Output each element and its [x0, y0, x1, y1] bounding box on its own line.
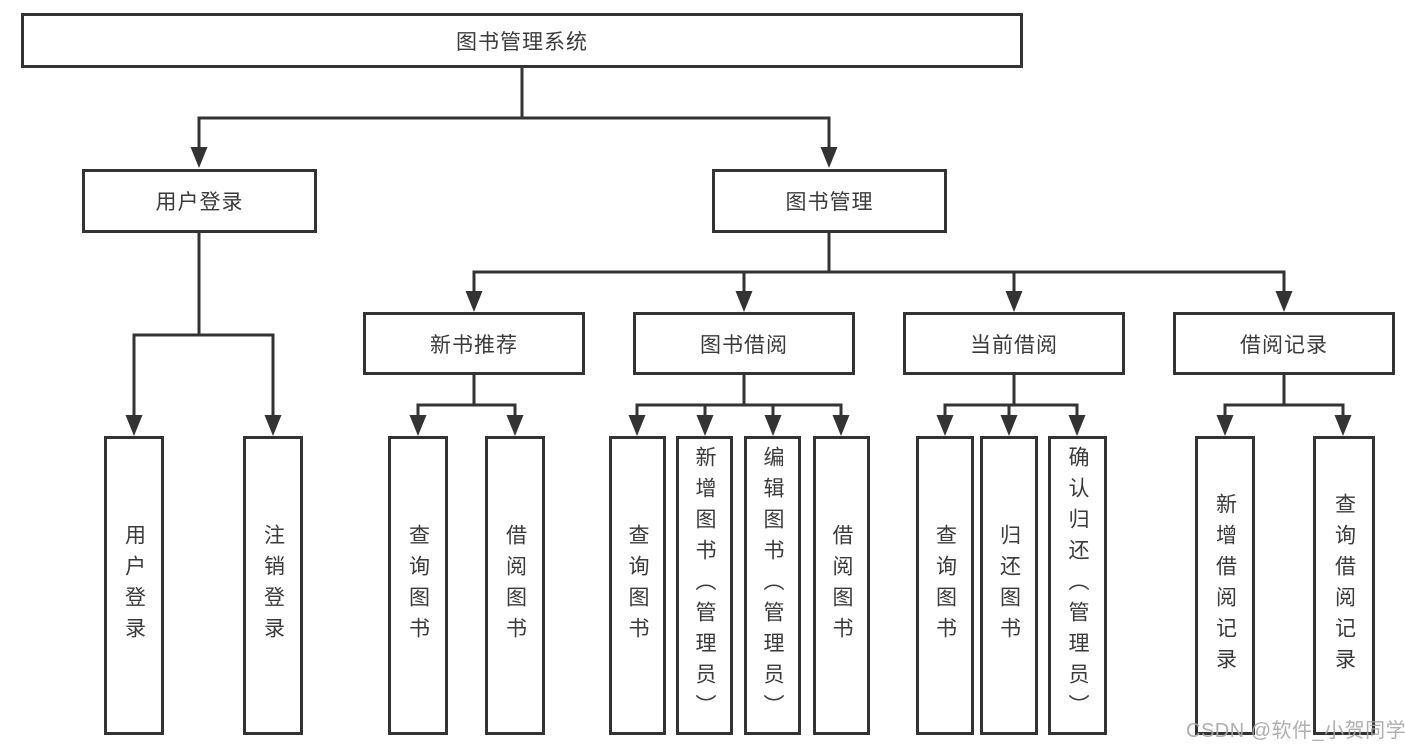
leaf-logout: 注销登录: [243, 436, 303, 735]
leaf-add-borrow-record-label: 新增借阅记录: [1213, 492, 1237, 679]
leaf-query-books-borrow-label: 查询图书: [626, 523, 649, 648]
node-new-book-recommend: 新书推荐: [363, 312, 585, 375]
node-borrow-records: 借阅记录: [1173, 312, 1395, 375]
leaf-confirm-return-admin: 确认归还（管理员）: [1048, 436, 1107, 735]
leaf-add-book-admin: 新增图书（管理员）: [676, 436, 733, 735]
leaf-edit-book-admin: 编辑图书（管理员）: [744, 436, 801, 735]
leaf-edit-book-admin-label: 编辑图书（管理员）: [761, 446, 784, 725]
leaf-borrow-book-label: 借阅图书: [830, 523, 853, 648]
node-book-borrow-label: 图书借阅: [700, 333, 788, 357]
leaf-confirm-return-admin-label: 确认归还（管理员）: [1066, 446, 1089, 725]
node-book-management-label: 图书管理: [785, 191, 874, 214]
node-book-management: 图书管理: [712, 169, 947, 233]
watermark: CSDN @软件_小贺同学: [1186, 720, 1405, 742]
node-new-book-recommend-label: 新书推荐: [430, 333, 518, 357]
node-user-login-label: 用户登录: [155, 191, 244, 214]
node-book-borrow: 图书借阅: [633, 312, 855, 375]
leaf-add-book-admin-label: 新增图书（管理员）: [693, 446, 716, 725]
leaf-query-books-current-label: 查询图书: [933, 523, 957, 648]
leaf-borrow-books-recommend: 借阅图书: [485, 436, 545, 735]
node-root-label: 图书管理系统: [456, 30, 588, 54]
leaf-query-borrow-record-label: 查询借阅记录: [1332, 492, 1356, 679]
leaf-add-borrow-record: 新增借阅记录: [1195, 436, 1255, 735]
node-root: 图书管理系统: [21, 13, 1023, 68]
leaf-query-books-recommend: 查询图书: [388, 436, 448, 735]
leaf-borrow-book: 借阅图书: [813, 436, 870, 735]
leaf-query-books-recommend-label: 查询图书: [406, 523, 430, 648]
node-current-borrow-label: 当前借阅: [970, 333, 1058, 357]
node-borrow-records-label: 借阅记录: [1240, 333, 1328, 357]
node-current-borrow: 当前借阅: [903, 312, 1125, 375]
leaf-query-books-borrow: 查询图书: [609, 436, 666, 735]
leaf-query-books-current: 查询图书: [916, 436, 974, 735]
leaf-logout-label: 注销登录: [261, 523, 285, 648]
leaf-return-book: 归还图书: [980, 436, 1038, 735]
leaf-query-borrow-record: 查询借阅记录: [1313, 436, 1375, 735]
node-user-login: 用户登录: [82, 169, 317, 233]
leaf-user-login-label: 用户登录: [122, 523, 146, 648]
leaf-borrow-books-recommend-label: 借阅图书: [503, 523, 527, 648]
leaf-return-book-label: 归还图书: [997, 523, 1021, 648]
leaf-user-login: 用户登录: [104, 436, 164, 735]
